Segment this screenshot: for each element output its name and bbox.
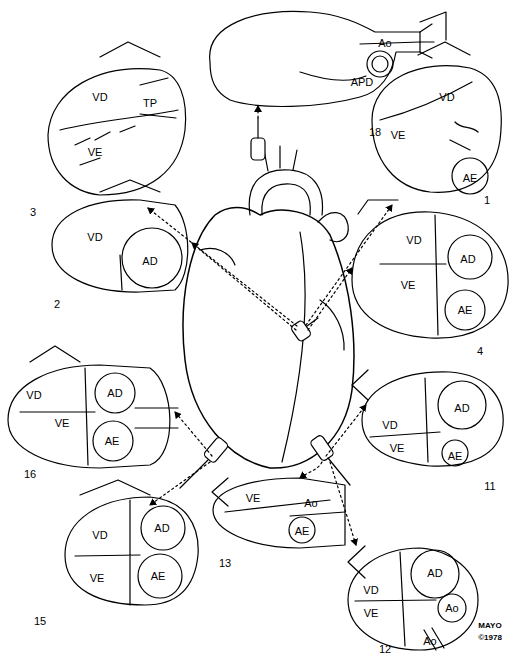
chamber-label: AD [154,523,169,534]
view-number: 3 [30,207,36,218]
chamber-label: AD [460,254,475,265]
chamber-label: AE [151,571,166,582]
chamber-label: VD [439,92,454,103]
echo-view: VD AD VE AE 4 [345,196,511,360]
chamber-label: AD [107,388,122,399]
copyright-mark: MAYO [478,622,501,630]
chamber-label: AE [463,173,478,184]
chamber-label: VE [364,608,379,619]
chamber-label: VE [88,147,103,158]
chamber-label: Ao [378,38,391,49]
chamber-label: VD [92,530,107,541]
view-3-drawing [48,42,186,195]
view-number: 16 [24,469,36,480]
echo-view: VD AD 2 [45,172,190,314]
chamber-label: AE [448,451,463,462]
chamber-label: VE [246,493,261,504]
echo-view: VD TP VE 3 [20,38,192,224]
view-number: 4 [477,346,483,357]
chamber-label: VD [382,420,397,431]
chamber-label: VE [55,418,70,429]
copyright-mark: ©1978 [478,634,502,642]
view-number: 1 [484,195,490,206]
view-15-drawing [65,480,198,605]
chamber-label: AE [295,526,310,537]
view-number: 18 [369,127,381,138]
transducer-probes [180,118,350,488]
chamber-label: VD [363,585,378,596]
view-number: 13 [219,558,231,569]
chamber-label: APD [351,77,374,88]
view-1-drawing [372,42,501,194]
view-13-drawing [212,478,345,548]
chamber-label: VD [92,92,107,103]
view-16-drawing [8,346,178,468]
view-18-drawing [210,11,446,106]
view-2-drawing [52,180,188,292]
echo-view: VD VE AE 1 [362,40,510,210]
chamber-label: TP [143,98,157,109]
chamber-label: VD [406,235,421,246]
view-number: 2 [54,299,60,310]
heart-drawing [183,146,354,468]
echo-view: VDADVEAoAo12 [340,536,480,658]
view-12-drawing [348,546,478,650]
chamber-label: VE [391,130,406,141]
chamber-label: AE [458,305,473,316]
chamber-label: AD [454,403,469,414]
echo-view: VD AD VE AE 15 [28,476,208,630]
echo-view: AoAPD 18 [195,0,450,142]
chamber-label: VE [401,280,416,291]
chamber-label: Ao [423,636,436,647]
view-4-drawing [352,200,508,338]
echo-view: VE AoAE 13 [205,468,345,572]
echo-view: VD AD VE AE 16 [2,340,182,484]
chamber-label: VD [87,232,102,243]
view-number: 12 [379,644,391,655]
view-number: 11 [484,481,495,492]
chamber-label: Ao [445,603,458,614]
chamber-label: Ao [304,498,317,509]
view-11-drawing [352,370,503,466]
chamber-label: VD [26,390,41,401]
echo-view: AD VD VE AE 11 [350,362,510,496]
chamber-label: VE [90,573,105,584]
chamber-label: AD [142,256,157,267]
view-number: 15 [34,616,46,627]
chamber-label: AE [105,436,120,447]
chamber-label: VE [390,443,405,454]
chamber-label: AD [427,568,442,579]
